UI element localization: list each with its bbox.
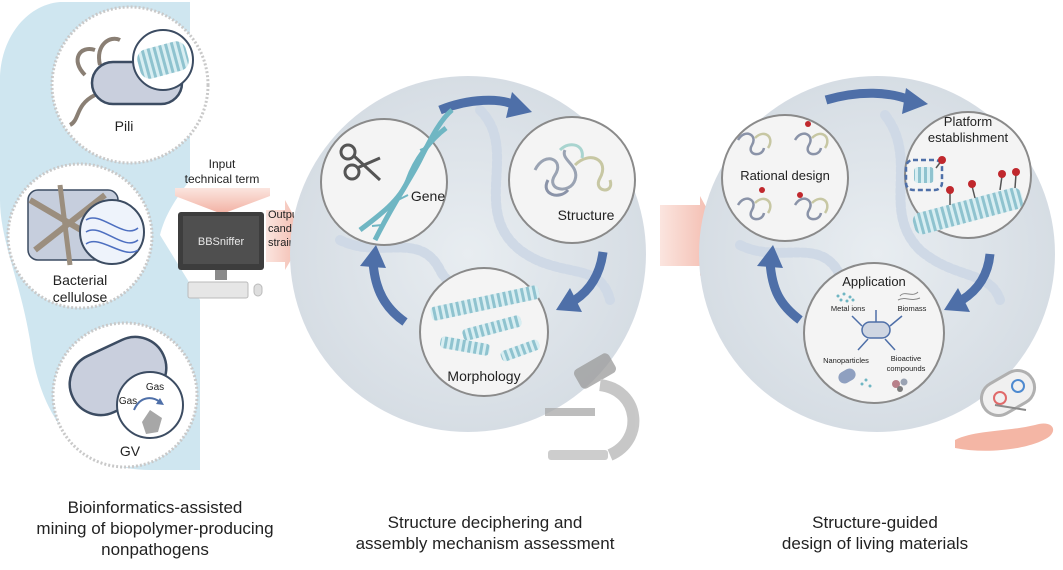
protein-variants-icon	[736, 132, 829, 221]
faint-fiber-4	[735, 240, 845, 280]
cycle-arrowhead-left	[360, 245, 386, 268]
cycle-arrowhead-right	[556, 288, 582, 312]
functional-group-dot	[938, 156, 946, 164]
bioactive-label-1: Bioactive	[891, 354, 921, 363]
mutation-dot	[797, 192, 803, 198]
computer-icon	[178, 212, 264, 299]
dna-icon	[358, 108, 454, 242]
hand-icon	[955, 423, 1054, 451]
bioactive-compounds-icon	[892, 378, 908, 392]
metal-ions-icon	[836, 292, 855, 303]
functional-group-dot	[968, 180, 976, 188]
gas-vesicle-icon	[68, 335, 184, 439]
filament-icon	[430, 285, 540, 362]
structure-circle	[508, 116, 636, 244]
caption-design-line-2: design of living materials	[781, 534, 969, 553]
gv-label: GV	[120, 443, 141, 459]
output-label-1: Output	[268, 209, 301, 221]
rational-design-label: Rational design	[740, 168, 830, 183]
nanoparticles-icon	[838, 368, 872, 388]
scissors-icon	[339, 143, 382, 182]
pili-label: Pili	[115, 118, 134, 134]
bioactive-label-2: compounds	[887, 364, 926, 373]
caption-mining-line-1: Bioinformatics-assisted	[67, 498, 243, 517]
protein-structure-icon	[533, 143, 613, 197]
microscope-icon	[545, 353, 640, 461]
cycle-arrow-left	[368, 261, 408, 326]
gene-label: Gene	[411, 188, 445, 204]
design-arrow-left	[765, 261, 803, 324]
gas-top-label: Gas	[146, 382, 164, 393]
functional-group-dot	[998, 170, 1006, 178]
functional-group-dot	[1012, 168, 1020, 176]
biomass-icon	[897, 291, 921, 301]
bbsniffer-screen-text: BBSniffer	[198, 236, 245, 248]
panel-mining: Pili Bacterial cellulose Gas Gas GV Inpu…	[0, 2, 316, 470]
caption-structure: Structure deciphering and assembly mecha…	[320, 512, 650, 554]
cellulose-fibers-icon	[27, 184, 145, 266]
caption-structure-line-1: Structure deciphering and	[387, 513, 583, 532]
nanoparticles-label: Nanoparticles	[823, 356, 869, 365]
caption-mining-line-2: mining of biopolymer-producing	[36, 519, 274, 538]
metal-ions-label: Metal ions	[831, 304, 865, 313]
bacterium-center-icon	[851, 310, 903, 351]
mutation-dot	[805, 121, 811, 127]
panel-structure: Gene Structure Morphology	[290, 76, 646, 461]
cycle-arrow-right	[572, 251, 608, 304]
functionalized-filament-icon	[904, 158, 1024, 235]
design-arrow-right	[959, 253, 995, 304]
pili-bacterium-icon	[68, 29, 194, 127]
faint-fiber	[475, 105, 615, 305]
structure-label: Structure	[558, 207, 615, 223]
bacterium-tool-icon	[979, 369, 1037, 417]
caption-mining: Bioinformatics-assisted mining of biopol…	[0, 497, 310, 560]
input-arrow	[175, 188, 270, 214]
design-arrowhead-right	[944, 288, 970, 312]
design-arrowhead-left	[757, 245, 783, 268]
platform-label-2: establishment	[928, 130, 1009, 145]
panel-design: Rational design Platform establishment A…	[699, 76, 1055, 451]
mutation-dot	[759, 187, 765, 193]
caption-structure-line-2: assembly mechanism assessment	[355, 534, 615, 553]
caption-design: Structure-guided design of living materi…	[715, 512, 1035, 554]
input-label-2: technical term	[185, 172, 260, 186]
functional-group-dot	[946, 186, 954, 194]
application-label: Application	[842, 274, 906, 289]
caption-mining-line-3: nonpathogens	[101, 540, 209, 559]
cellulose-label-1: Bacterial	[53, 272, 107, 288]
cycle-arrowhead-top	[506, 92, 532, 118]
biomass-label: Biomass	[898, 304, 927, 313]
design-arrowhead-top	[902, 88, 928, 114]
cellulose-label-2: cellulose	[53, 289, 108, 305]
caption-design-line-1: Structure-guided	[812, 513, 938, 532]
morphology-label: Morphology	[447, 368, 520, 384]
platform-label-1: Platform	[944, 114, 992, 129]
design-arrow-top	[824, 88, 912, 105]
gene-circle	[320, 118, 448, 246]
output-label-3: strain	[268, 237, 295, 249]
gas-left-label: Gas	[119, 396, 137, 407]
input-label-1: Input	[209, 157, 236, 171]
